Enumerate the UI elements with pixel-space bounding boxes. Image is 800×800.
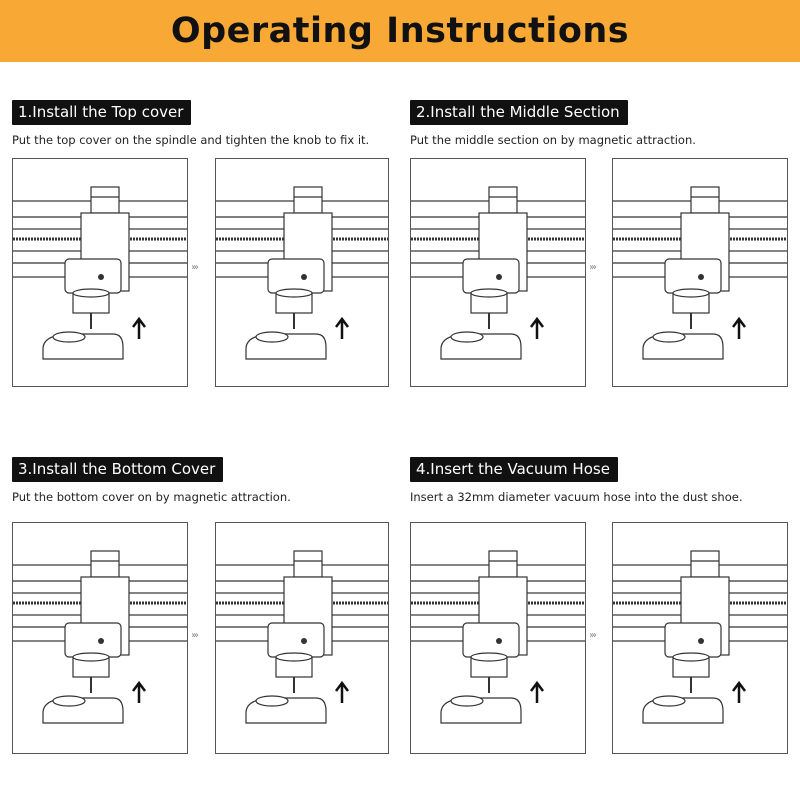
cnc-spindle-illustration	[411, 186, 585, 360]
step-1-description: Put the top cover on the spindle and tig…	[12, 133, 370, 147]
cnc-spindle-illustration	[613, 550, 787, 724]
step-4-title: 4.Insert the Vacuum Hose	[410, 457, 618, 482]
step-4-transition-arrow: ›››	[589, 630, 597, 641]
step-3-transition-arrow: ›››	[191, 630, 199, 641]
step-1-after-illustration	[215, 158, 389, 387]
step-4-after-illustration	[612, 522, 788, 754]
step-4-before-illustration	[410, 522, 586, 754]
step-3-description: Put the bottom cover on by magnetic attr…	[12, 490, 291, 504]
cnc-spindle-illustration	[13, 550, 187, 724]
step-1-transition-arrow: ›››	[191, 262, 199, 273]
cnc-spindle-illustration	[216, 186, 388, 360]
cnc-spindle-illustration	[13, 186, 187, 360]
step-1-before-illustration	[12, 158, 188, 387]
step-3-title: 3.Install the Bottom Cover	[12, 457, 224, 482]
step-4: 4.Insert the Vacuum Hose Insert a 32mm d…	[410, 457, 800, 504]
step-2-description: Put the middle section on by magnetic at…	[410, 133, 696, 147]
step-2-after-illustration	[612, 158, 788, 387]
step-4-description: Insert a 32mm diameter vacuum hose into …	[410, 490, 743, 504]
step-1: 1.Install the Top cover Put the top cove…	[12, 100, 402, 147]
header-banner: Operating Instructions	[0, 0, 800, 62]
step-2-title: 2.Install the Middle Section	[410, 100, 628, 125]
step-1-title: 1.Install the Top cover	[12, 100, 192, 125]
step-3-before-illustration	[12, 522, 188, 754]
cnc-spindle-illustration	[216, 550, 388, 724]
step-2-transition-arrow: ›››	[589, 262, 597, 273]
cnc-spindle-illustration	[613, 186, 787, 360]
step-2-before-illustration	[410, 158, 586, 387]
cnc-spindle-illustration	[411, 550, 585, 724]
step-2: 2.Install the Middle Section Put the mid…	[410, 100, 800, 147]
step-3: 3.Install the Bottom Cover Put the botto…	[12, 457, 402, 504]
step-3-after-illustration	[215, 522, 389, 754]
page-title: Operating Instructions	[170, 11, 630, 51]
